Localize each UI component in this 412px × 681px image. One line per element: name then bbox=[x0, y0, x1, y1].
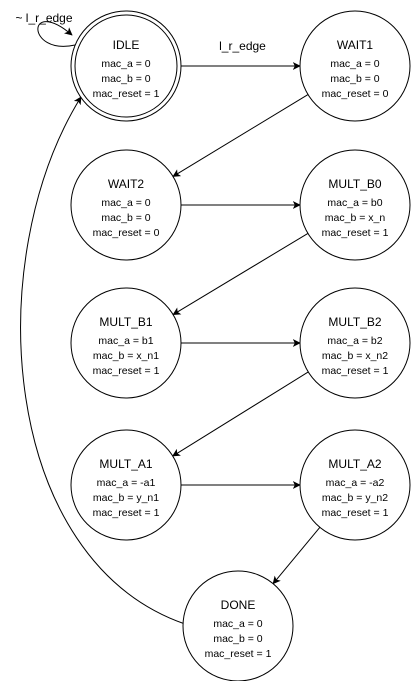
state-assignment: mac_reset = 1 bbox=[322, 365, 389, 377]
initial-state-ring bbox=[74, 14, 178, 118]
state-assignment: mac_b = x_n bbox=[325, 212, 386, 224]
state-assignment: mac_a = -a2 bbox=[326, 477, 385, 489]
state-name: MULT_B2 bbox=[328, 315, 381, 329]
states: IDLE mac_a = 0 mac_b = 0 mac_reset = 1 WAIT1… bbox=[70, 10, 411, 681]
state-assignment: mac_b = 0 bbox=[101, 212, 150, 224]
state-assignment: mac_reset = 1 bbox=[205, 648, 272, 660]
state-assignment: mac_b = x_n2 bbox=[322, 350, 388, 362]
state-assignment: mac_reset = 0 bbox=[322, 88, 389, 100]
state-name: MULT_B1 bbox=[99, 315, 152, 329]
state-assignment: mac_b = x_n1 bbox=[93, 350, 159, 362]
state-circle bbox=[70, 10, 182, 122]
transition-mult-b0-to-mult-b1 bbox=[172, 232, 309, 316]
state-assignment: mac_a = -a1 bbox=[97, 477, 156, 489]
state-circle bbox=[299, 149, 411, 261]
state-idle: IDLE mac_a = 0 mac_b = 0 mac_reset = 1 bbox=[70, 10, 182, 122]
state-assignment: mac_reset = 1 bbox=[93, 88, 160, 100]
state-assignment: mac_a = 0 bbox=[330, 58, 379, 70]
state-name: IDLE bbox=[113, 38, 140, 52]
transition-label: ~ l_r_edge bbox=[15, 11, 72, 25]
state-assignment: mac_reset = 1 bbox=[322, 507, 389, 519]
transition-mult-b2-to-mult-a1 bbox=[172, 371, 309, 457]
state-assignment: mac_b = y_n2 bbox=[322, 492, 388, 504]
transition-label: l_r_edge bbox=[219, 39, 266, 53]
state-wait1: WAIT1 mac_a = 0 mac_b = 0 mac_reset = 0 bbox=[299, 10, 411, 122]
state-name: MULT_A2 bbox=[328, 457, 381, 471]
state-name: DONE bbox=[221, 598, 256, 612]
state-assignment: mac_a = b2 bbox=[327, 335, 382, 347]
state-mult-b2: MULT_B2 mac_a = b2 mac_b = x_n2 mac_reset =… bbox=[299, 287, 411, 399]
state-name: MULT_A1 bbox=[99, 457, 152, 471]
state-done: DONE mac_a = 0 mac_b = 0 mac_reset = 1 bbox=[182, 570, 294, 681]
transition-labels: ~ l_r_edge l_r_edge bbox=[15, 11, 266, 53]
state-assignment: mac_b = 0 bbox=[213, 633, 262, 645]
state-assignment: mac_reset = 1 bbox=[322, 227, 389, 239]
transition-idle-to-idle bbox=[37, 21, 76, 47]
state-assignment: mac_a = 0 bbox=[101, 58, 150, 70]
state-assignment: mac_a = 0 bbox=[101, 197, 150, 209]
state-assignment: mac_b = 0 bbox=[330, 73, 379, 85]
state-assignment: mac_b = y_n1 bbox=[93, 492, 159, 504]
state-assignment: mac_a = b1 bbox=[98, 335, 153, 347]
state-assignment: mac_a = 0 bbox=[213, 618, 262, 630]
state-mult-b0: MULT_B0 mac_a = b0 mac_b = x_n mac_reset = … bbox=[299, 149, 411, 261]
transition-mult-a2-to-done bbox=[272, 527, 321, 585]
state-assignment: mac_b = 0 bbox=[101, 73, 150, 85]
transition-done-to-idle bbox=[20, 96, 186, 625]
state-circle bbox=[70, 429, 182, 541]
state-circle bbox=[299, 287, 411, 399]
state-circle bbox=[299, 429, 411, 541]
state-name: WAIT2 bbox=[108, 177, 145, 191]
state-assignment: mac_a = b0 bbox=[327, 197, 382, 209]
state-assignment: mac_reset = 1 bbox=[93, 365, 160, 377]
state-wait2: WAIT2 mac_a = 0 mac_b = 0 mac_reset = 0 bbox=[70, 149, 182, 261]
state-circle bbox=[182, 570, 294, 681]
transitions bbox=[20, 21, 321, 625]
state-circle bbox=[70, 287, 182, 399]
state-circle bbox=[70, 149, 182, 261]
state-circle bbox=[299, 10, 411, 122]
state-mult-a1: MULT_A1 mac_a = -a1 mac_b = y_n1 mac_reset … bbox=[70, 429, 182, 541]
state-mult-a2: MULT_A2 mac_a = -a2 mac_b = y_n2 mac_reset … bbox=[299, 429, 411, 541]
state-assignment: mac_reset = 1 bbox=[93, 507, 160, 519]
state-name: WAIT1 bbox=[337, 38, 374, 52]
transition-wait1-to-wait2 bbox=[172, 94, 309, 177]
state-name: MULT_B0 bbox=[328, 177, 381, 191]
state-assignment: mac_reset = 0 bbox=[93, 227, 160, 239]
state-mult-b1: MULT_B1 mac_a = b1 mac_b = x_n1 mac_reset =… bbox=[70, 287, 182, 399]
